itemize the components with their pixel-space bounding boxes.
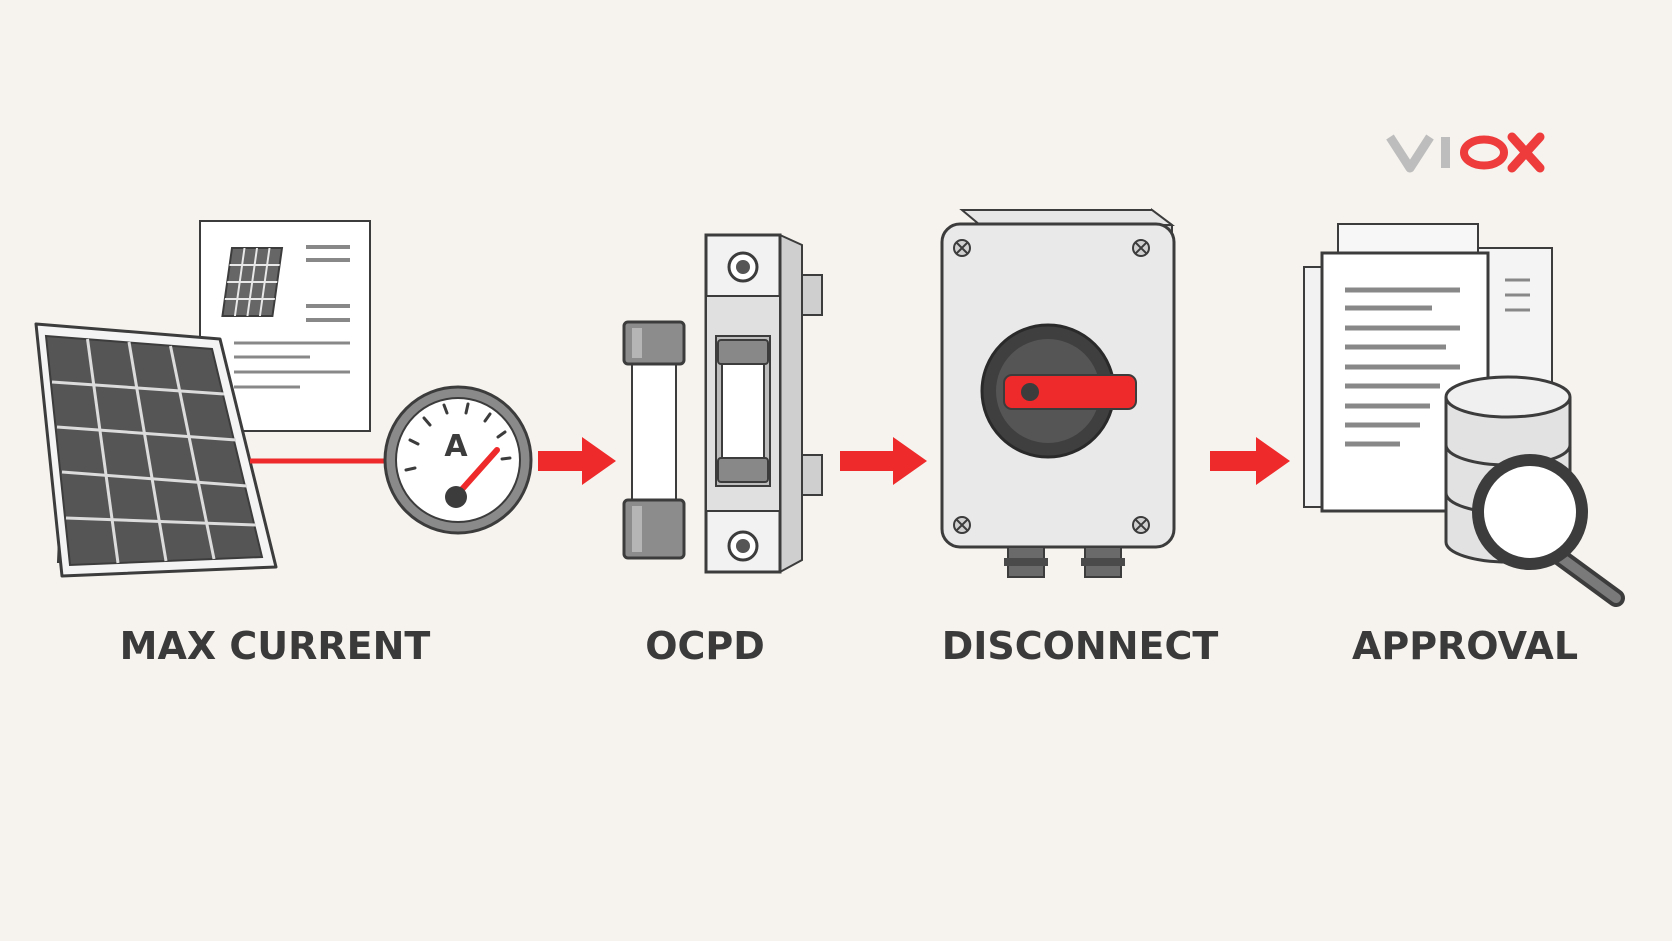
fuse-icon	[622, 320, 686, 560]
flow-arrow-1	[538, 437, 616, 485]
viox-logo	[1386, 132, 1545, 173]
ammeter-gauge-icon: A	[383, 385, 533, 535]
database-search-icon	[1444, 375, 1625, 607]
flow-arrow-3	[1210, 437, 1290, 485]
rotary-disconnect-switch-icon	[940, 208, 1176, 578]
flow-arrow-2	[840, 437, 927, 485]
solar-panel-icon	[34, 322, 278, 578]
step-label-approval: APPROVAL	[1351, 624, 1579, 668]
step-label-ocpd: OCPD	[645, 624, 765, 668]
fuse-holder-icon	[704, 233, 823, 574]
step-label-max-current: MAX CURRENT	[119, 624, 431, 668]
enclosure-screws	[953, 239, 1150, 534]
gauge-unit-letter: A	[444, 429, 468, 464]
step-label-disconnect: DISCONNECT	[941, 624, 1219, 668]
